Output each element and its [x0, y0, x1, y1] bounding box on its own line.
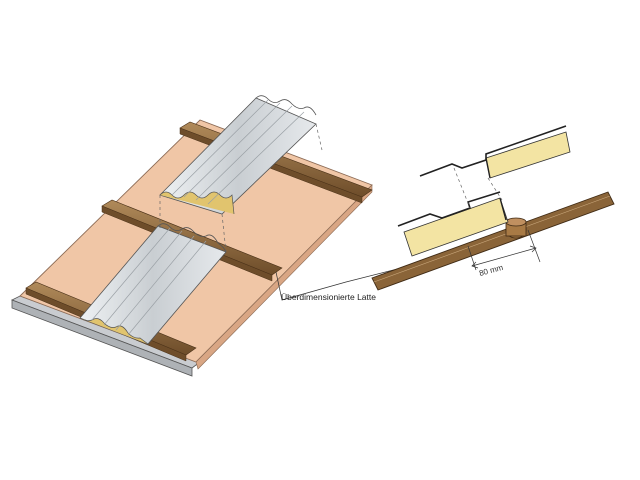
section-detail: 80 mm	[371, 125, 615, 291]
lower-insulation-panel	[397, 191, 509, 257]
roof-board-edge	[195, 184, 373, 370]
overlap-dimension-label: 80 mm	[478, 263, 504, 278]
oversized-batten	[505, 217, 527, 239]
eave-trim-front	[11, 299, 193, 377]
detail-projection-lines	[453, 167, 503, 209]
projection-lines	[159, 123, 323, 253]
overlap-dimension	[467, 229, 541, 271]
batten-callout-label: Überdimensionierte Latte	[281, 292, 376, 302]
upper-insulation-panel	[419, 125, 571, 179]
roof-assembly	[11, 95, 373, 377]
